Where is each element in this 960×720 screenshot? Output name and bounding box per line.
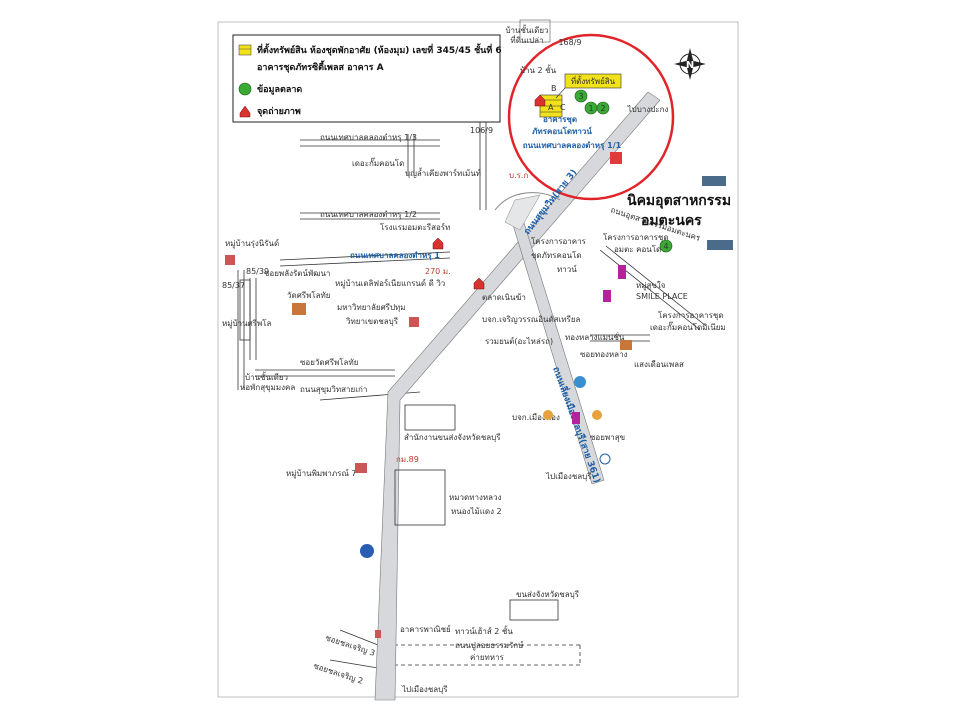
commercial: อาคารพาณิชย์ — [400, 624, 451, 634]
svg-text:N: N — [686, 60, 694, 71]
rouamyon: รวมยนต์(อะไหล่รถ) — [485, 336, 553, 346]
road-1-label: ถนนเทศบาลคลองตำหรุ 1 — [350, 251, 440, 261]
project-2: โครงการอาคารชุด — [603, 232, 669, 242]
km-89: กม.89 — [396, 455, 419, 464]
dorm: หอพักสุขุมมงคล — [240, 383, 295, 392]
road-1-1: ถนนเทศบาลคลองตำหรุ 1/1 — [523, 141, 622, 151]
market-khlong: ตลาดเนินฆ้า — [482, 293, 526, 302]
map-frame — [217, 21, 739, 698]
sukjai: หมู่สุขใจ — [636, 281, 666, 291]
muangthong: บจก.เมืองทอง — [512, 413, 560, 422]
num-85-37: 85/37 — [222, 281, 245, 290]
sukhumvit-old: ถนนสุขุมวิทสายเก่า — [300, 385, 367, 394]
university: มหาวิทยาลัยศรีปทุม — [337, 303, 406, 312]
legend: ที่ตั้งทรัพย์สิน ห้องชุดพักอาศัย (ห้องมุ… — [232, 34, 502, 123]
boonsom-apartment: บุญล้ำเคียงพาร์ทเม้นท์ — [405, 167, 481, 178]
village-tonglang-2: หนองไม้แดง 2 — [451, 507, 502, 516]
legend-photo-label: จุดถ่ายภาพ — [257, 106, 301, 117]
transport-office: สำนักงานขนส่งจังหวัดชลบุรี — [404, 433, 501, 442]
road-1-2: ถนนเทศบาลคลองตำหรุ 1/2 — [320, 210, 417, 219]
legend-market-label: ข้อมูลตลาด — [257, 84, 302, 95]
property-tag: ที่ตั้งทรัพย์สิน — [571, 75, 616, 86]
project-1c: ทาวน์ — [557, 264, 577, 274]
land-parcels — [239, 279, 559, 621]
letter-b: B — [551, 84, 557, 93]
army-road: ถนนปูลอยธรรมรักษ์ — [455, 640, 524, 651]
project-3: โครงการอาคารชุด — [658, 310, 724, 320]
market-marker-4 — [659, 239, 673, 253]
photo-markers — [432, 94, 546, 290]
road-1-3: ถนนเทศบาลคลองตำหรุ 1/3 — [320, 133, 417, 142]
estate-label-2: อมตะนคร — [641, 213, 702, 229]
project-2b: อมตะ คอนโด — [614, 244, 661, 254]
letter-c: C — [560, 103, 566, 112]
house-2floor: บ้าน 2 ชั้น — [520, 64, 557, 75]
legend-market-icon — [238, 82, 252, 96]
market-marker-4-label: 4 — [663, 242, 668, 251]
tonglang-gold: ทองหลางแมนชั่น — [565, 331, 625, 342]
soi-paesuk: ซอยพาสุข — [590, 433, 625, 442]
building-name-2: ภัทรคอนโดทาวน์ — [532, 126, 592, 136]
photo-marker-2 — [432, 237, 444, 250]
north-arrow-icon: N — [674, 48, 706, 80]
legend-property-line2: อาคารชุดภัทรซิตี้เพลส อาคาร A — [257, 60, 384, 73]
legend-photo-icon — [239, 105, 251, 118]
village-rung: หมู่บ้านรุ่งนิรันด์ — [225, 238, 279, 249]
row-house-2: ที่ดินเปล่า — [510, 34, 543, 45]
chumphon-condo: เดอะกั๊มคอนโด — [352, 157, 404, 168]
university-2: วิทยาเขตชลบุรี — [345, 317, 398, 326]
company: บจก.เจริญวรรณอินดัสเทรียล — [482, 315, 581, 324]
village-tonglang: หมวดทางหลวง — [449, 493, 502, 502]
project-1b: ชุดภัทรคอนโด — [531, 250, 582, 260]
photo-marker-1 — [534, 94, 546, 107]
to-chonburi-2: ไปเมืองชลบุรี — [401, 685, 448, 694]
property-tag-box — [564, 73, 622, 89]
row-house-block — [519, 19, 551, 43]
market-marker-1-label: 1 — [588, 104, 593, 113]
army-camp: ค่ายทหาร — [470, 653, 505, 662]
distance-270: 270 ม. — [425, 267, 451, 276]
estate-label-1: นิคมอุตสาหกรรม — [627, 193, 731, 209]
km-marker: บ.ร.ก — [509, 171, 528, 180]
to-bang-pakong: ไปบางปะกง — [627, 105, 669, 114]
saeng: แสงเดือนเพลส — [634, 360, 684, 369]
wat-sri: วัดศรีพโลทัย — [287, 290, 331, 300]
transport-2: ขนส่งจังหวัดชลบุรี — [516, 590, 580, 599]
village-pim: หมู่บ้านพิมพาภรณ์ 7 — [286, 468, 357, 479]
village-sri: หมู่บ้านศรีพโล — [222, 318, 272, 329]
soi-tonglang: ซอยทองหลาง — [580, 350, 628, 359]
legend-property-line1: ที่ตั้งทรัพย์สิน ห้องชุดพักอาศัย (ห้องมุ… — [257, 43, 502, 56]
market-marker-2-label: 2 — [600, 104, 605, 113]
num-168: 168/9 — [558, 38, 581, 47]
legend-property-swatch — [238, 44, 252, 56]
highlight-circle — [507, 33, 675, 201]
photo-marker-3 — [473, 277, 485, 290]
letter-a: A — [548, 103, 554, 112]
soi-wat: ซอยวัดศรีพโลทัย — [300, 357, 358, 367]
to-chonburi: ไปเมืองชลบุรี — [545, 472, 592, 481]
building-name-1: อาคารชุด — [543, 115, 577, 125]
local-roads — [237, 40, 707, 669]
market-marker-3-label: 3 — [578, 92, 583, 101]
market-marker-2 — [596, 101, 610, 115]
highways — [374, 91, 661, 701]
market-markers: 3 1 2 4 — [574, 89, 673, 253]
townhouse: ทาวน์เฮ้าส์ 2 ชั้น — [455, 625, 513, 636]
smile-place: SMILE PLACE — [636, 292, 688, 301]
village-delight: หมู่บ้านเดลิฟอร์เนียแกรนด์ ดี วิว — [335, 278, 445, 289]
project-1: โครงการอาคาร — [531, 236, 587, 246]
num-106: 106/9 — [470, 126, 493, 135]
soi-rat: ซอยพลังรัตน์พัฒนา — [264, 268, 330, 278]
num-85-39: 85/39 — [246, 267, 269, 276]
project-3b: เดอะกั๊มคอนโดมิเนียม — [650, 321, 726, 332]
row-house: บ้านชั้นเดียว — [505, 24, 548, 35]
market-marker-3 — [574, 89, 588, 103]
hotel: โรงแรมอมตะรีสอร์ท — [380, 222, 450, 232]
row-single: บ้านชั้นเดียว — [245, 371, 288, 382]
building-icons — [225, 152, 733, 638]
